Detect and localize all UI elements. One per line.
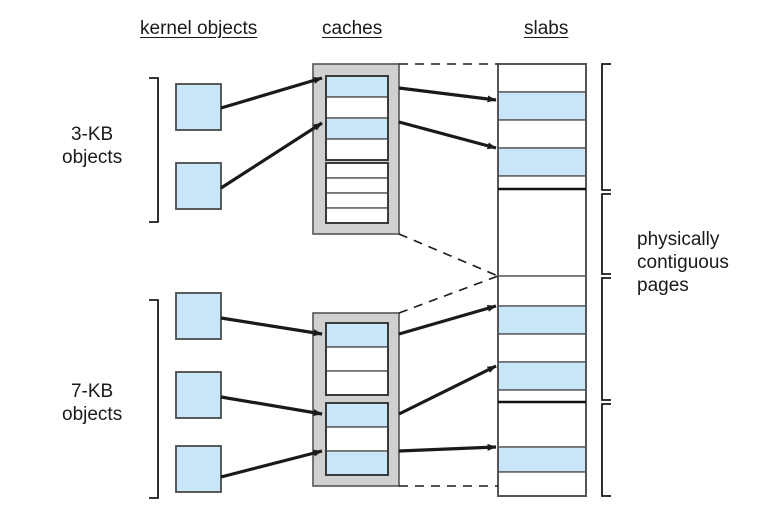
slab-slot-free	[497, 275, 587, 307]
cache-slot-free	[325, 138, 389, 161]
cache-slot-used	[325, 450, 389, 476]
allocation-arrow	[220, 76, 323, 110]
cache-slot-free	[325, 207, 389, 224]
cache-slot-group-outline	[325, 402, 389, 476]
cache-slot-free	[325, 346, 389, 372]
slab-slot-used	[497, 91, 587, 121]
cache-slot-free	[325, 177, 389, 194]
cache-slot-free	[325, 162, 389, 179]
cache-slot-free	[325, 370, 389, 396]
objects-layer	[175, 83, 222, 493]
allocation-arrow	[220, 395, 323, 417]
slab-slot-free	[497, 471, 587, 497]
slab-slot-free	[497, 401, 587, 448]
column-header-caches: caches	[322, 18, 383, 39]
cache-slot-used	[325, 322, 389, 348]
slabs-column-outline	[497, 63, 587, 497]
brackets-layer	[149, 63, 611, 499]
dashed-connector	[398, 275, 499, 314]
allocation-arrow	[220, 121, 323, 190]
cache-slot-free	[325, 192, 389, 209]
group-label-line: 3-KB	[70, 124, 114, 145]
kernel-object-box	[175, 371, 222, 419]
column-header-slabs: slabs	[524, 18, 569, 39]
page-bracket	[601, 63, 611, 191]
slab-slot-free	[497, 333, 587, 363]
dashed-links-layer	[398, 63, 499, 487]
object-group-bracket	[149, 299, 159, 499]
kernel-object-box	[175, 83, 222, 131]
allocation-arrow	[398, 304, 497, 336]
side-label-line: physically	[637, 229, 720, 250]
allocation-arrow	[398, 86, 497, 103]
allocation-arrow	[220, 449, 323, 479]
slab-slot-free	[497, 175, 587, 190]
cache-slot-group-outline	[325, 75, 389, 161]
cache-slot-used	[325, 402, 389, 428]
group-label-line: objects	[62, 404, 123, 425]
cache-slot-group-outline	[325, 322, 389, 396]
caches-layer	[312, 63, 400, 487]
page-bracket	[601, 277, 611, 401]
cache-slot-group-outline	[325, 162, 389, 224]
slab-slot-free	[497, 389, 587, 403]
page-bracket	[601, 403, 611, 497]
slab-slot-free	[497, 188, 587, 277]
arrows-layer	[220, 76, 497, 479]
allocation-arrow	[398, 120, 497, 150]
slab-slot-used	[497, 305, 587, 335]
side-label-line: contiguous	[637, 252, 729, 273]
slab-slot-used	[497, 361, 587, 391]
slab-slot-free	[497, 119, 587, 149]
kernel-object-box	[175, 162, 222, 210]
slab-slot-used	[497, 147, 587, 177]
slab-slot-free	[497, 63, 587, 93]
column-header-kernel-objects: kernel objects	[140, 18, 258, 39]
kernel-object-box	[175, 445, 222, 493]
allocation-arrow	[398, 443, 497, 453]
cache-slot-free	[325, 96, 389, 119]
dashed-connector	[398, 233, 499, 277]
group-label-line: 7-KB	[70, 381, 114, 402]
cache-slot-free	[325, 426, 389, 452]
page-bracket	[601, 193, 611, 275]
allocation-arrow	[220, 316, 323, 337]
cache-slot-used	[325, 117, 389, 140]
object-group-bracket	[149, 77, 159, 223]
kernel-object-box	[175, 292, 222, 340]
cache-slot-used	[325, 75, 389, 98]
side-label-line: pages	[637, 275, 689, 296]
group-label-line: objects	[62, 147, 123, 168]
slab-slot-used	[497, 446, 587, 473]
allocation-arrow	[398, 364, 497, 416]
slabs-layer	[497, 63, 587, 497]
